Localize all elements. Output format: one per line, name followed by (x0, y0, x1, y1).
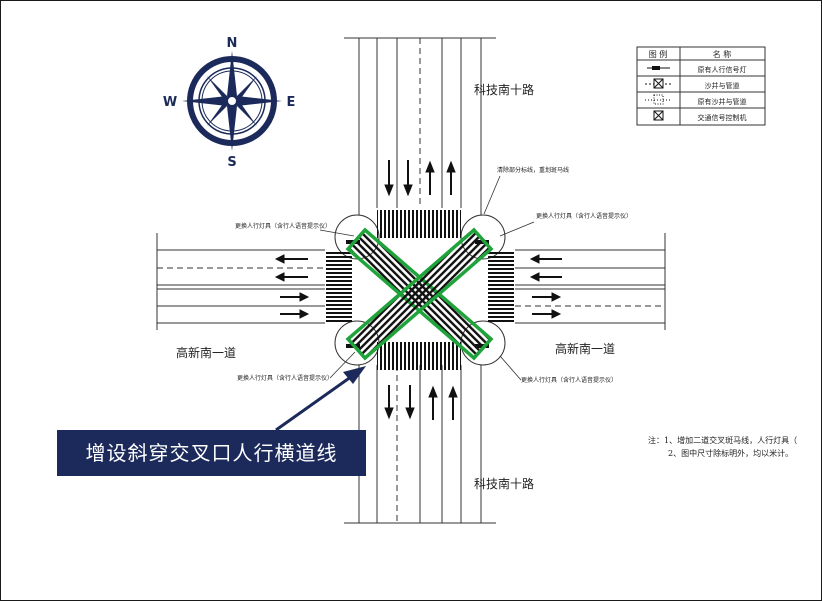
road-label-west: 高新南一道 (176, 345, 236, 360)
road-label-east: 高新南一道 (555, 341, 615, 356)
east-lane-arrows (529, 254, 562, 319)
existing-manhole-legend-icon (645, 94, 672, 105)
annotation-se-light: 更换人行灯具（含行人语音提示仪） (521, 376, 617, 384)
compass-north-label: N (227, 36, 238, 51)
road-label-south: 科技南十路 (474, 476, 534, 491)
legend-row-3-name: 原有沙井与管道 (698, 97, 747, 106)
compass-east-label: E (287, 95, 296, 110)
manhole-pipe-legend-icon (645, 78, 672, 89)
road-south (344, 352, 496, 524)
south-lane-arrows (384, 385, 458, 420)
legend-row-2-name: 沙井与管道 (705, 81, 740, 90)
callout-arrow (275, 366, 366, 432)
road-west (156, 233, 325, 330)
note-line-2: 2、图中尺寸除标明外，均以米计。 (668, 449, 794, 458)
signal-controller-legend-icon (653, 110, 664, 121)
road-label-north: 科技南十路 (474, 82, 534, 97)
west-lane-arrows (274, 254, 310, 319)
annotation-ne-light: 更换人行灯具（含行人语音提示仪） (536, 212, 632, 220)
north-lane-arrows (384, 160, 456, 197)
annotation-nw-light: 更换人行灯具（含行人语音提示仪） (235, 222, 331, 230)
diagonal-crosswalk-x (345, 227, 494, 361)
legend-header-symbol: 图 例 (649, 49, 668, 59)
legend-row-4-name: 交通信号控制机 (698, 113, 747, 122)
note-line-1: 注：1、增加二道交叉斑马线，人行灯具（ (648, 436, 798, 445)
zebra-crossings (326, 210, 514, 370)
road-east (515, 233, 666, 330)
annotation-sw-light: 更换人行灯具（含行人语音提示仪） (237, 374, 333, 382)
legend-row-1-name: 原有人行信号灯 (698, 65, 747, 74)
road-north (344, 37, 496, 218)
legend-header-name: 名 称 (713, 49, 732, 59)
compass-south-label: S (227, 155, 236, 170)
callout-label: 增设斜穿交叉口人行横道线 (57, 430, 366, 476)
ped-signal-legend-icon (647, 66, 670, 70)
compass-west-label: W (163, 95, 177, 110)
annotation-remove-marking: 清除部分标线，重划斑马线 (497, 166, 569, 174)
compass-icon: N S W E (163, 36, 296, 170)
legend-table (636, 46, 766, 126)
